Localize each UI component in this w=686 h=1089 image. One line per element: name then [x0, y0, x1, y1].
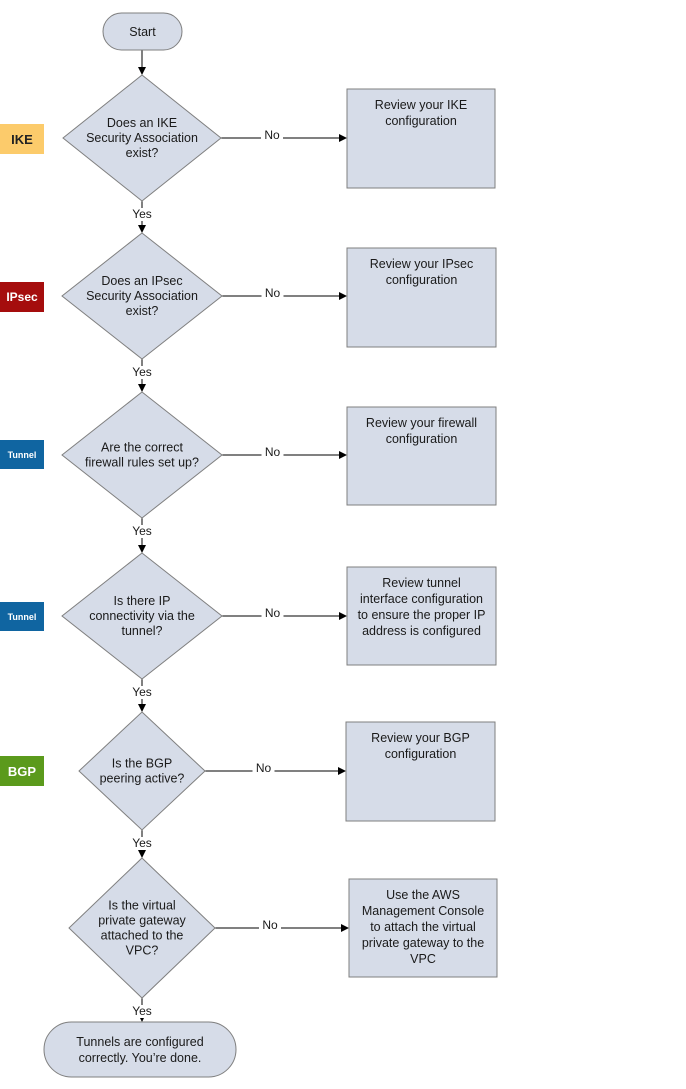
action-text-5: Review your BGP configuration: [371, 731, 470, 761]
yes-label-6: Yes: [132, 1004, 152, 1018]
end-label: Tunnels are configured correctly. You’re …: [76, 1035, 203, 1065]
decision-diamond-6: [68, 857, 216, 999]
action-text-5-line: configuration: [385, 747, 457, 761]
decision-diamond-4: [61, 552, 223, 680]
action-text-3-line: Review your firewall: [366, 416, 477, 430]
decision-question-2-line: exist?: [126, 304, 159, 318]
decision-question-5-line: Is the BGP: [112, 757, 172, 771]
action-text-1: Review your IKE configuration: [375, 98, 467, 128]
end-label-line: Tunnels are configured: [76, 1035, 203, 1049]
decision-question-6-line: private gateway: [98, 914, 186, 928]
action-text-4-line: Review tunnel: [382, 576, 461, 590]
action-text-5-line: Review your BGP: [371, 731, 470, 745]
action-box-5: [345, 721, 496, 822]
ike-tag: IKE: [0, 124, 44, 154]
start-label: Start: [129, 25, 156, 39]
no-label-3-bg: [261, 446, 284, 459]
action-text-1-line: Review your IKE: [375, 98, 467, 112]
decision-diamond-1: [62, 74, 222, 202]
yes-label-3-bg: [131, 525, 153, 538]
yes-label-1: Yes: [132, 207, 152, 221]
yes-label-6-bg: [131, 1005, 153, 1018]
yes-label-4-bg: [131, 686, 153, 699]
action-box-3: [346, 406, 497, 506]
decision-question-2-line: Security Association: [86, 289, 198, 303]
decision-question-5-line: peering active?: [100, 772, 185, 786]
decision-question-6-line: Is the virtual: [108, 899, 175, 913]
action-text-4: Review tunnel interface configuration to e…: [358, 576, 486, 638]
yes-label-4: Yes: [132, 685, 152, 699]
no-label-4: No: [265, 606, 281, 620]
action-text-1-line: configuration: [385, 114, 457, 128]
tunnel-tag-connectivity: Tunnel: [0, 602, 44, 631]
no-label-6-bg: [259, 919, 281, 932]
tunnel-tag-firewall: Tunnel: [0, 440, 44, 469]
no-label-2: No: [265, 286, 281, 300]
action-text-3: Review your firewall configuration: [366, 416, 477, 446]
decision-question-1-line: Does an IKE: [107, 116, 177, 130]
action-text-6: Use the AWS Management Console to attach t…: [362, 888, 484, 966]
action-box-4: [346, 566, 497, 666]
action-box-1: [346, 88, 496, 189]
decision-question-4-line: tunnel?: [121, 624, 162, 638]
action-text-6-line: private gateway to the: [362, 936, 484, 950]
yes-label-2: Yes: [132, 365, 152, 379]
decision-question-2-line: Does an IPsec: [101, 274, 182, 288]
action-text-6-line: to attach the virtual: [370, 920, 476, 934]
yes-label-5: Yes: [132, 836, 152, 850]
decision-question-6-line: VPC?: [126, 944, 159, 958]
decision-question-4-line: connectivity via the: [89, 609, 195, 623]
decision-question-3-line: Are the correct: [101, 441, 184, 455]
no-label-6: No: [262, 918, 278, 932]
decision-question-1-line: Security Association: [86, 131, 198, 145]
decision-question-6-line: attached to the: [101, 929, 184, 943]
action-text-6-line: VPC: [410, 952, 436, 966]
end-label-line: correctly. You’re done.: [79, 1051, 202, 1065]
no-label-4-bg: [261, 607, 284, 620]
action-text-2: Review your IPsec configuration: [370, 257, 474, 287]
action-text-4-line: interface configuration: [360, 592, 483, 606]
decision-diamond-5: [78, 711, 206, 831]
action-box-6: [348, 878, 498, 978]
no-label-5-bg: [252, 762, 275, 775]
decision-question-4-line: Is there IP: [114, 594, 171, 608]
yes-label-3: Yes: [132, 524, 152, 538]
decision-diamond-3: [61, 391, 223, 519]
action-text-2-line: Review your IPsec: [370, 257, 474, 271]
action-text-2-line: configuration: [386, 273, 458, 287]
action-text-6-line: Management Console: [362, 904, 484, 918]
action-text-3-line: configuration: [386, 432, 458, 446]
ipsec-tag: IPsec: [0, 282, 44, 312]
decision-question-1-line: exist?: [126, 146, 159, 160]
yes-label-2-bg: [131, 366, 153, 379]
decision-diamond-2: [61, 232, 223, 360]
no-label-5: No: [256, 761, 272, 775]
no-label-3: No: [265, 445, 281, 459]
decision-question-3-line: firewall rules set up?: [85, 456, 199, 470]
yes-label-5-bg: [131, 837, 153, 850]
no-label-2-bg: [261, 287, 284, 300]
bgp-tag: BGP: [0, 756, 44, 786]
yes-label-1-bg: [131, 208, 153, 221]
action-text-4-line: address is configured: [362, 624, 481, 638]
action-text-4-line: to ensure the proper IP: [358, 608, 486, 622]
no-label-1-bg: [261, 129, 283, 142]
action-box-2: [346, 247, 497, 348]
no-label-1: No: [264, 128, 280, 142]
action-text-6-line: Use the AWS: [386, 888, 460, 902]
start-terminator: [102, 12, 183, 51]
end-terminator: [43, 1021, 237, 1078]
